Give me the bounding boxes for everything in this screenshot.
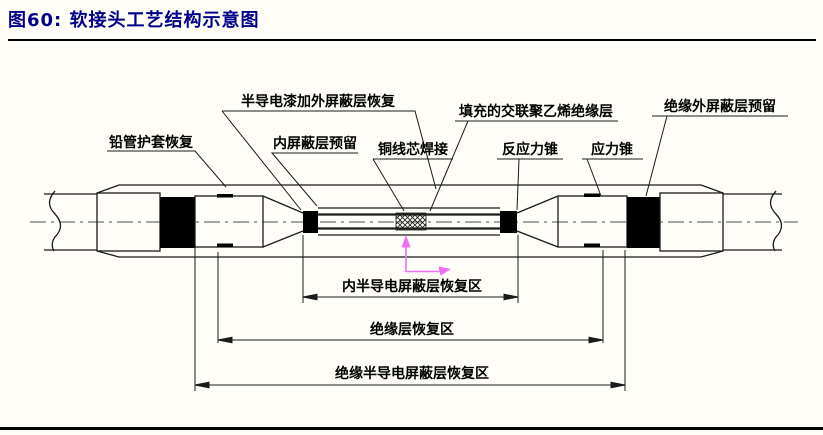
right-sheath-section (659, 192, 724, 252)
left-cable-break (48, 190, 62, 252)
highlight-elbow-arrow (401, 235, 451, 276)
leader-xlpe-insulation (429, 120, 618, 212)
inner-shield-tube (318, 207, 500, 236)
label-insulation-semicon-zone: 绝缘半导电屏蔽层恢复区 (335, 365, 489, 382)
right-stress-cone (516, 195, 559, 248)
label-inner-shield-reserve: 内屏蔽层预留 (273, 135, 357, 152)
joint-envelope-bottom (96, 250, 724, 258)
label-insulation-zone: 绝缘层恢复区 (370, 321, 454, 338)
leader-lead-sheath (107, 150, 227, 188)
leader-outer-shield-reserve (645, 115, 788, 197)
label-lead-sheath-restore: 铅管护套恢复 (108, 134, 194, 151)
dimension-extension-lines (194, 235, 626, 391)
dimension-insulation-semicon-zone (194, 381, 626, 389)
left-stress-cone (262, 195, 304, 248)
label-anti-stress-cone: 反应力锥 (502, 141, 558, 158)
label-filled-xlpe-insulation: 填充的交联聚乙烯绝缘层 (459, 103, 613, 120)
leader-semicon-outer-shield (221, 110, 437, 211)
label-outer-shield-reserve: 绝缘外屏蔽层预留 (664, 98, 776, 115)
label-inner-semicon-zone: 内半导电屏蔽层恢复区 (342, 278, 482, 295)
shield-edge-tabs (217, 193, 600, 247)
label-stress-cone: 应力锥 (591, 141, 633, 158)
figure-title: 图60: 软接头工艺结构示意图 (8, 10, 260, 31)
dimension-inner-semicon-zone (302, 293, 519, 301)
right-cable-break (769, 190, 783, 252)
title-divider (8, 39, 816, 41)
left-shield-block (160, 197, 195, 248)
leader-inner-shield-reserve (270, 152, 358, 207)
joint-envelope-top (96, 184, 724, 194)
left-shield-edge-block (303, 211, 318, 233)
dimension-insulation-zone (217, 336, 604, 344)
leader-stress-cone (582, 158, 643, 197)
label-semicon-outer-shield-restore: 半导电漆加外屏蔽层恢复 (241, 93, 396, 110)
right-shield-edge-block (500, 211, 517, 233)
right-cable-outline (723, 193, 782, 251)
leader-copper-core-weld (372, 158, 453, 212)
label-copper-core-weld: 铜线芯焊接 (378, 141, 448, 158)
leader-anti-stress-cone (497, 158, 563, 211)
bottom-divider (0, 427, 823, 430)
right-shield-block (627, 197, 660, 248)
core-weld-hatch (395, 212, 427, 231)
